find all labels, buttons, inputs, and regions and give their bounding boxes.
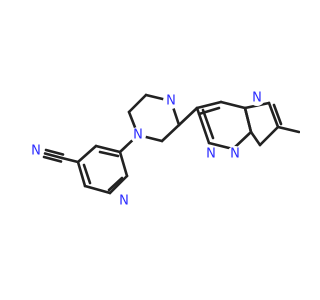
atom-piperazine-n2: N <box>166 94 176 109</box>
atom-pyridine-n: N <box>119 194 129 209</box>
atom-nitrile-n: N <box>31 144 41 159</box>
atom-piperazine-n1: N <box>133 128 143 143</box>
nitrile-group <box>42 148 80 164</box>
atom-pyridazine-n2: N <box>230 147 240 162</box>
atom-pyridazine-n1: N <box>206 147 216 162</box>
pyridazine-ring <box>177 100 253 151</box>
imidazole-ring <box>243 101 300 147</box>
molecule-structure: N N N N N N N <box>28 90 300 209</box>
atom-labels: N N N N N N N <box>28 90 265 209</box>
pyridine-ring <box>76 144 129 195</box>
atom-imidazole-n: N <box>252 91 262 106</box>
